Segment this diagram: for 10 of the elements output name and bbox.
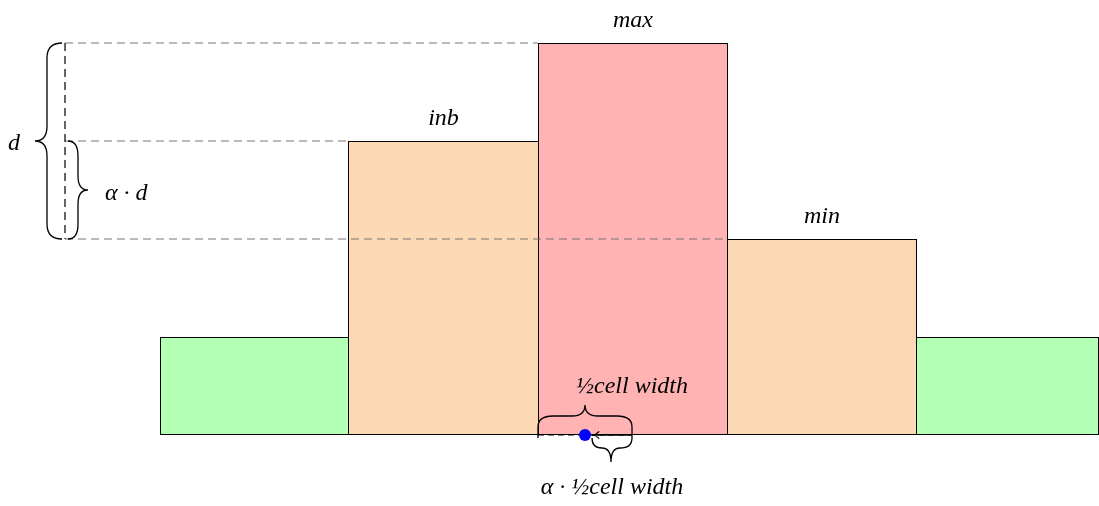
bar-label: min — [804, 203, 840, 227]
bar-label: inb — [428, 105, 459, 129]
dimension-label: α · d — [105, 180, 148, 204]
dimension-label: α · ½cell width — [540, 474, 684, 498]
dimension-label: d — [8, 130, 20, 154]
dimension-label: ½cell width — [576, 373, 688, 397]
bar — [916, 337, 1099, 435]
point-marker — [579, 429, 591, 441]
bar — [160, 337, 349, 435]
bar-label: max — [613, 7, 653, 31]
